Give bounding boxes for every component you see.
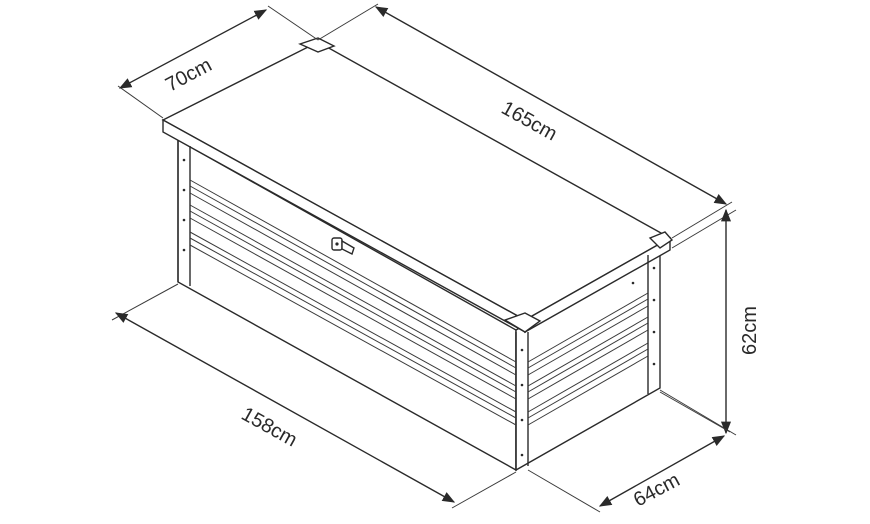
lid-length-label: 165cm: [498, 97, 561, 145]
padlock-handle-icon: [331, 237, 355, 255]
back-right-post: [631, 255, 656, 394]
side-ribs: [527, 292, 649, 426]
lid-corner-top: [298, 37, 336, 53]
storage-box: [161, 37, 674, 472]
dimension-height: 62cm: [659, 208, 761, 436]
lid-corner-back: [648, 231, 674, 249]
front-left-post: [177, 140, 191, 286]
base-depth-label: 64cm: [630, 469, 684, 511]
lid-corner-front: [503, 312, 542, 333]
lid-depth-label: 70cm: [162, 54, 216, 96]
height-label: 62cm: [739, 306, 761, 355]
